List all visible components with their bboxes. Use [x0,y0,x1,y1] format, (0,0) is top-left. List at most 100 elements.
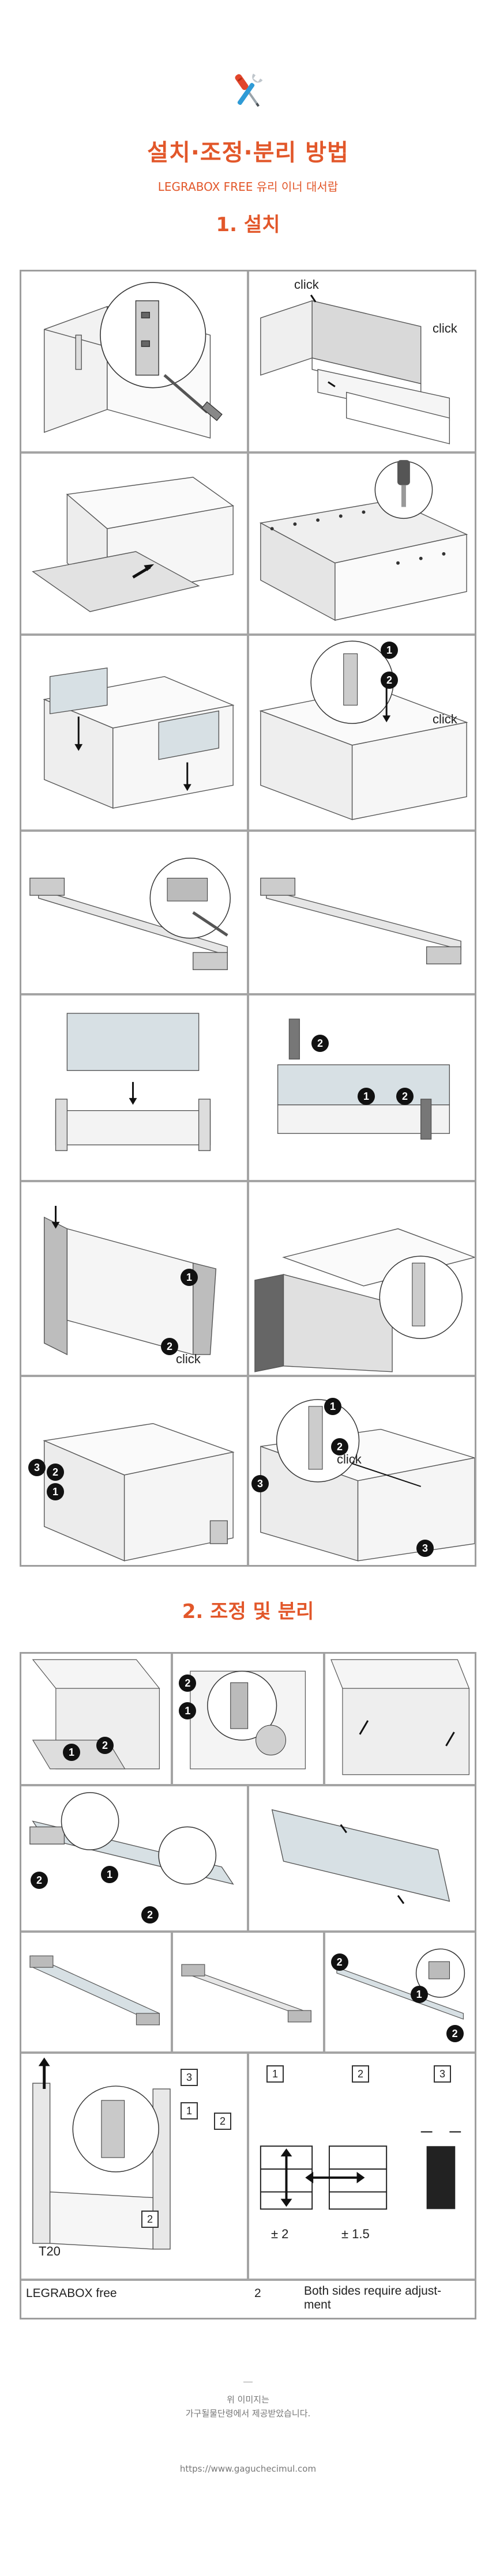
runner-plain-illustration [181,1964,312,2023]
page-subtitle: LEGRABOX FREE 유리 이너 대서랍 [157,180,339,194]
install-step-6: 1 2 click [249,636,475,829]
adjust-step-7 [173,1933,323,2051]
install-step-3 [21,454,247,633]
drawer-lift-out-illustration [330,1659,469,1775]
install-panel: click click [20,270,476,1567]
adjustment-range-diagram [260,2131,461,2210]
step-badge: 1 [410,1986,428,2003]
step-badge: 2 [381,672,398,689]
adjust-step-5 [249,1786,475,1930]
front-glass-lower-illustration [55,1013,211,1151]
credit-block: 위 이미지는 가구될물단령에서 제공받았습니다. https://www.gag… [0,2382,496,2476]
click-label: click [294,277,319,292]
adjust-step-2: 2 1 [173,1654,323,1784]
front-glass-fixed-illustration [277,1019,450,1140]
drawer-front-fitted-illustration [254,1228,475,1372]
adjust-step-9: 3 1 2 2 T20 [21,2054,247,2279]
click-label: click [433,712,457,726]
click-label: click [433,321,457,335]
install-step-9 [21,995,247,1180]
step-badge: 1 [101,1866,118,1883]
step-badge: 2 [396,1088,414,1105]
step-badge: 2 [331,1438,348,1455]
height-adjust-screw-illustration [32,2057,171,2250]
step-number-box: 3 [434,2065,451,2083]
step-badge: 2 [96,1737,114,1754]
step-number-box: 2 [352,2065,369,2083]
adjust-range-horizontal: ± 1.5 [341,2227,370,2241]
screwdriver-wrench-icon [235,73,263,107]
install-step-5 [21,636,247,829]
adjust-step-1: 1 2 [21,1654,171,1784]
install-step-8 [249,832,475,993]
glass-front-insert-illustration [43,667,235,809]
step-badge: 2 [446,2025,464,2042]
adjust-step-4: 2 1 2 [21,1786,247,1930]
step-badge: 1 [358,1088,375,1105]
credit-line-2: 가구될물단령에서 제공받았습니다. [185,2408,311,2419]
click-label: click [176,1352,201,1366]
header: 설치·조정·분리 방법 LEGRABOX FREE 유리 이너 대서랍 [0,0,496,202]
install-step-12 [249,1182,475,1375]
install-step-14: 1 2 click 3 3 [249,1377,475,1565]
adjust-note: Both sides require adjust- ment [304,2284,442,2311]
click-label: click [337,1452,362,1466]
install-step-2: click click [249,271,475,451]
step-badge: 1 [63,1744,80,1761]
drawer-box-front-illustration [43,1423,235,1562]
adjust-step-8: 2 1 2 [325,1933,475,2051]
product-name: LEGRABOX free [26,2287,117,2300]
runner-detail-illustration [29,857,231,970]
step-number-box: 1 [181,2102,198,2119]
step-badge: 3 [416,1540,434,1557]
step-badge: 3 [251,1475,269,1492]
install-step-7 [21,832,247,993]
release-lever-detail-illustration [190,1670,306,1770]
site-url-link[interactable]: https://www.gaguchecimul.com [179,2464,317,2474]
screwing-bottom-illustration [259,460,468,621]
drawer-box-click-detail-illustration [260,1399,475,1562]
adjust-step-10: 1 2 3 ± 2 ± 1.5 [249,2054,475,2279]
install-step-10: 2 1 2 [249,995,475,1180]
adjust-step-3 [325,1654,475,1784]
step-number-box: 2 [141,2211,159,2228]
page-title: 설치·조정·분리 방법 [147,139,349,166]
footer-number: 2 [254,2287,261,2300]
drawer-side-screw-illustration [44,282,223,439]
drawer-bottom-insert-illustration [32,477,234,612]
section-install-title: 1. 설치 [216,213,280,236]
runner-glass-illustration [29,1955,160,2026]
adjust-range-vertical: ± 2 [271,2227,289,2241]
step-badge: 1 [179,1702,197,1719]
runner-screw-detail-illustration [336,1948,465,2020]
step-badge: 2 [330,1953,348,1971]
tool-label: T20 [39,2244,61,2258]
credit-line-1: 위 이미지는 [227,2394,269,2405]
step-number-box: 1 [266,2065,284,2083]
runner-release-illustration [29,1792,234,1885]
adjust-step-6 [21,1933,171,2051]
glass-bottom-remove-illustration [271,1809,450,1904]
step-badge: 1 [324,1398,341,1415]
step-badge: 1 [47,1483,64,1500]
step-badge: 3 [28,1459,46,1476]
adjust-footer-row: LEGRABOX free 2 Both sides require adjus… [21,2281,475,2318]
front-panel-tilt-illustration [44,1205,217,1356]
glass-side-click-illustration [260,295,450,444]
step-badge: 2 [161,1338,178,1355]
drawer-pull-out-illustration [32,1659,160,1770]
section-adjust-title: 2. 조정 및 분리 [182,1600,314,1623]
glass-click-detail-illustration [259,640,468,820]
step-badge: 1 [381,642,398,659]
step-number-box: 3 [181,2069,198,2086]
runner-overview-illustration [260,877,461,965]
step-badge: 2 [141,1906,159,1923]
install-step-1 [21,271,247,451]
install-step-4 [249,454,475,633]
install-step-11: 1 2 click [21,1182,247,1375]
step-badge: 2 [47,1464,64,1481]
adjust-panel: 1 2 2 1 [20,1652,476,2319]
step-badge: 1 [181,1269,198,1286]
step-badge: 2 [179,1674,197,1692]
